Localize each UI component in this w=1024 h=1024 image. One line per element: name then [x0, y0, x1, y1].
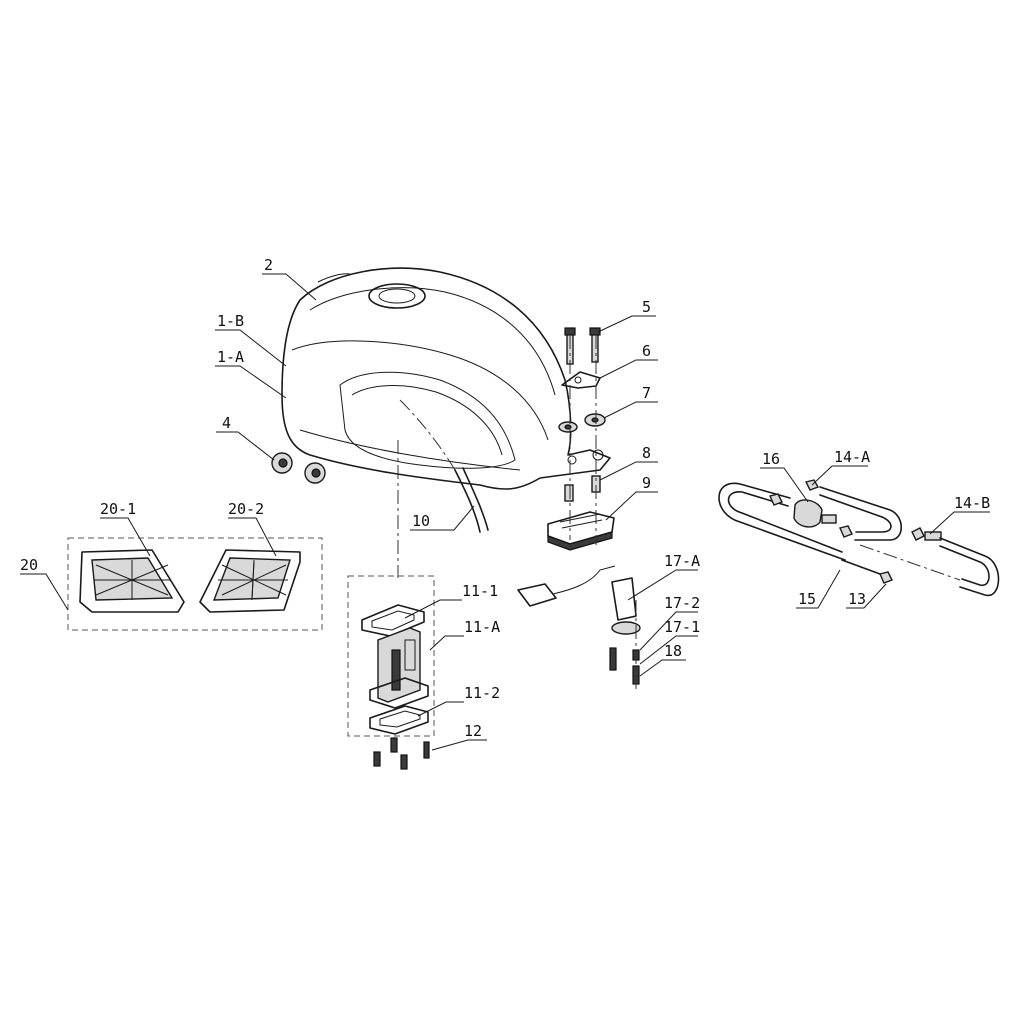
mounting-bracket [561, 371, 601, 389]
callout-5: 5 [642, 298, 651, 316]
callout-7: 7 [642, 384, 651, 402]
callout-10: 10 [412, 512, 430, 530]
callout-14-a: 14-A [834, 448, 870, 466]
callout-16: 16 [762, 450, 780, 468]
callout-20-1: 20-1 [100, 500, 136, 518]
callout-17-1: 17-1 [664, 618, 700, 636]
callout-1-b: 1-B [217, 312, 244, 330]
fuel-tank [281, 267, 611, 490]
tank-emblem-right [199, 549, 301, 613]
rubber-washers [558, 413, 606, 433]
fuel-filter-hoses [718, 479, 961, 584]
callout-11-a: 11-A [464, 618, 500, 636]
callout-2: 2 [264, 256, 273, 274]
callout-17-a: 17-A [664, 552, 700, 570]
callout-18: 18 [664, 642, 682, 660]
callout-9: 9 [642, 474, 651, 492]
callout-4: 4 [222, 414, 231, 432]
callout-1-a: 1-A [217, 348, 244, 366]
callout-20-2: 20-2 [228, 500, 264, 518]
callout-17-2: 17-2 [664, 594, 700, 612]
fuel-pump-assembly [361, 604, 429, 735]
emblem-group-box [67, 537, 323, 631]
callout-15: 15 [798, 590, 816, 608]
callout-8: 8 [642, 444, 651, 462]
callout-11-1: 11-1 [462, 582, 498, 600]
callout-labels: 2 1-B 1-A 4 5 6 7 8 9 10 11-1 11-A 11-2 … [20, 256, 990, 740]
breather-hose [397, 399, 489, 578]
fuel-pump-group-box [347, 575, 435, 737]
leader-lines [20, 273, 990, 751]
rubber-bushings [271, 452, 326, 484]
callout-13: 13 [848, 590, 866, 608]
callout-20: 20 [20, 556, 38, 574]
pump-screws [373, 737, 430, 770]
tank-emblem-left [79, 549, 185, 613]
fuel-line-14b [911, 527, 1000, 597]
callout-14-b: 14-B [954, 494, 990, 512]
callout-6: 6 [642, 342, 651, 360]
callout-11-2: 11-2 [464, 684, 500, 702]
callout-12: 12 [464, 722, 482, 740]
rubber-pad [547, 511, 615, 551]
fuel-level-sensor [517, 565, 641, 690]
